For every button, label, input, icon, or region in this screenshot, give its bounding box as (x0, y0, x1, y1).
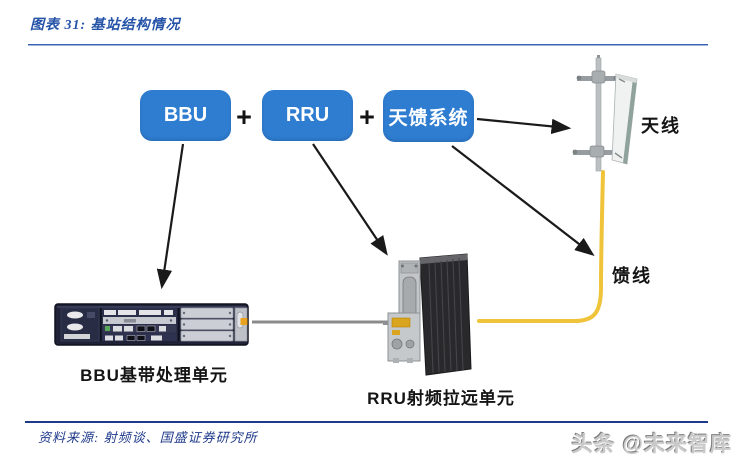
plus-sign-2: + (359, 102, 375, 132)
watermark-text: 头条 @未来智库 (571, 433, 732, 456)
source-text: 资料来源: 射频谈、国盛证券研究所 (38, 430, 258, 445)
title-divider-rule (28, 44, 708, 46)
rru-node-box: RRU (262, 90, 353, 141)
antenna-feeder-node-box: 天馈系统 (383, 90, 474, 142)
feeder-label: 馈线 (612, 266, 652, 286)
bbu-device-image (54, 303, 249, 346)
arrow-bbu-to-unit-icon (156, 143, 185, 290)
bbu-node-label: BBU (163, 104, 208, 126)
source-divider-rule (25, 421, 708, 423)
rru-unit-label: RRU射频拉远单元 (367, 389, 515, 408)
bbu-node-box: BBU (140, 90, 231, 141)
plus-sign-1: + (236, 102, 252, 132)
antenna-feeder-node-label: 天馈系统 (388, 107, 469, 129)
antenna-label: 天线 (641, 116, 681, 136)
figure-title: 图表 31: 基站结构情况 (30, 18, 181, 33)
arrow-rru-to-unit-icon (312, 143, 388, 256)
rru-node-label: RRU (285, 104, 330, 126)
panel-antenna-image (572, 55, 638, 172)
arrow-system-to-antenna-icon (476, 117, 572, 135)
feeder-cable-icon (477, 170, 605, 323)
rru-device-image (383, 253, 472, 376)
bbu-unit-label: BBU基带处理单元 (80, 366, 228, 385)
